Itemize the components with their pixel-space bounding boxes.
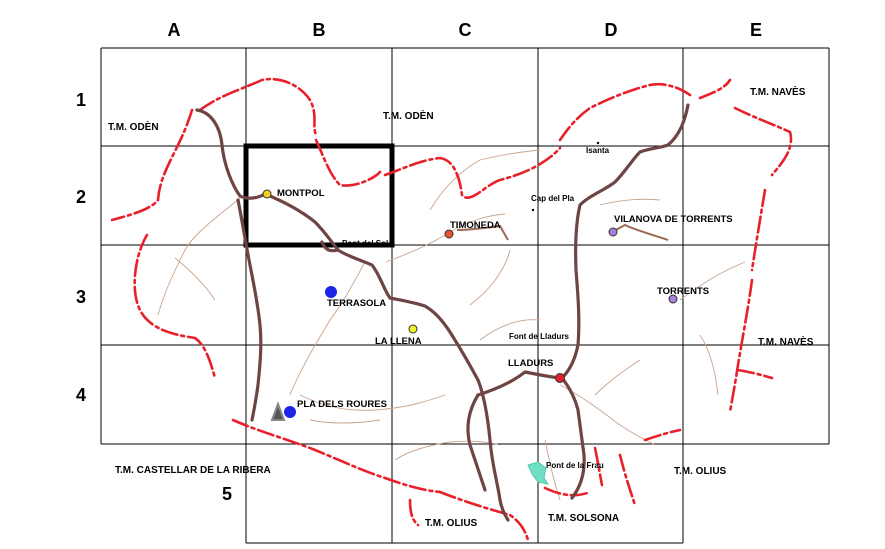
point-cap-del-pla (531, 208, 535, 212)
col-label-c: C (459, 20, 472, 40)
label-pla-dels-roures: PLA DELS ROURES (297, 399, 387, 410)
row-label-5: 5 (222, 484, 232, 504)
label-pont-del-sol: Pont del Sol (342, 239, 388, 248)
minor-paths (157, 149, 746, 501)
marker-pla-dels-roures-shape (270, 401, 286, 421)
label-vilanova-de-torrents: VILANOVA DE TORRENTS (614, 214, 733, 225)
label-font-de-lladurs: Font de Lladurs (509, 332, 570, 341)
water-pont-frau (527, 461, 549, 485)
point-isanta (596, 141, 600, 145)
label-tm-oden-north: T.M. ODÈN (383, 109, 434, 122)
label-tm-olius-southeast: T.M. OLIUS (674, 466, 727, 477)
row-label-1: 1 (76, 90, 86, 110)
marker-timoneda[interactable] (444, 229, 454, 239)
marker-montpol[interactable] (262, 189, 272, 199)
col-label-d: D (605, 20, 618, 40)
row-label-3: 3 (76, 287, 86, 307)
label-tm-olius-south: T.M. OLIUS (425, 518, 478, 529)
row-label-2: 2 (76, 187, 86, 207)
label-tm-oden-west: T.M. ODÈN (108, 120, 159, 133)
markers (262, 141, 678, 485)
marker-lladurs[interactable] (555, 373, 565, 383)
label-tm-castellar: T.M. CASTELLAR DE LA RIBERA (115, 465, 271, 476)
row-label-4: 4 (76, 385, 86, 405)
marker-terrasola[interactable] (325, 286, 337, 298)
roads (195, 103, 690, 522)
label-torrents: TORRENTS (657, 286, 709, 297)
label-la-llena: LA LLENA (375, 336, 422, 347)
label-timoneda: TIMONEDA (450, 220, 501, 231)
col-label-e: E (750, 20, 762, 40)
label-pont-de-la-frau: Pont de la Frau (546, 461, 604, 470)
label-tm-naves-ne: T.M. NAVÈS (750, 85, 806, 98)
label-terrasola: TERRASOLA (327, 298, 386, 309)
municipal-boundary (110, 77, 793, 542)
col-label-a: A (168, 20, 181, 40)
marker-vilanova[interactable] (608, 227, 618, 237)
marker-pla-dels-roures[interactable] (284, 406, 296, 418)
label-montpol: MONTPOL (277, 188, 325, 199)
label-tm-naves-e: T.M. NAVÈS (758, 335, 814, 348)
marker-la-llena[interactable] (408, 324, 418, 334)
label-isanta: Isanta (586, 146, 610, 155)
col-label-b: B (313, 20, 326, 40)
label-lladurs: LLADURS (508, 358, 553, 369)
label-tm-solsona: T.M. SOLSONA (548, 513, 619, 524)
marker-torrents[interactable] (668, 294, 678, 304)
label-cap-del-pla: Cap del Pla (531, 194, 575, 203)
